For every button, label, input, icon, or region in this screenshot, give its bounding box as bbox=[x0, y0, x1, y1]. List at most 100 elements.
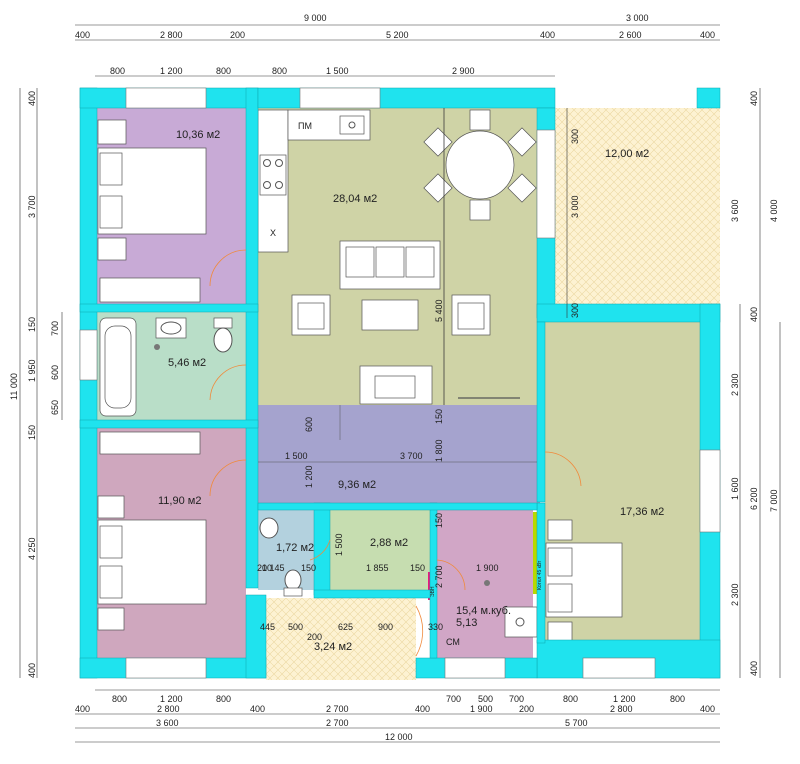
dim-top: 5 200 bbox=[386, 30, 409, 40]
bathroom-area: 5,46 м2 bbox=[168, 357, 206, 369]
boiler-area: 5,13 bbox=[456, 617, 477, 629]
dim-inner: 200 bbox=[257, 563, 272, 573]
porch-floor bbox=[266, 598, 416, 680]
dim-bottom-a: 500 bbox=[478, 694, 493, 704]
dim-inner: 445 bbox=[260, 622, 275, 632]
doors bbox=[209, 249, 582, 657]
dim-top-b: 800 bbox=[110, 66, 125, 76]
bed-e bbox=[545, 519, 623, 643]
porch-area: 3,24 м2 bbox=[314, 641, 352, 653]
dim-right-b: 2 300 bbox=[730, 583, 740, 606]
dim-inner: 5 400 bbox=[434, 299, 444, 322]
dim-top-b: 800 bbox=[216, 66, 231, 76]
dim-left: 150 bbox=[27, 425, 37, 440]
dim-inner: 625 bbox=[338, 622, 353, 632]
dim-top-b: 2 900 bbox=[452, 66, 475, 76]
dim-right-b: 400 bbox=[749, 307, 759, 322]
dim-bottom-a: 800 bbox=[670, 694, 685, 704]
dim-inner: 1 500 bbox=[334, 533, 344, 556]
dim-bottom-a: 700 bbox=[446, 694, 461, 704]
dim-inner: 1 800 bbox=[434, 439, 444, 462]
dim-bottom-a: 800 bbox=[216, 694, 231, 704]
boiler-label: Котел 45 кВт bbox=[537, 560, 543, 590]
fireplace bbox=[359, 365, 433, 405]
dim-inner: 200 bbox=[307, 632, 322, 642]
sink-bath bbox=[155, 317, 187, 339]
dim-right-a: 400 bbox=[749, 91, 759, 106]
hall-floor bbox=[258, 405, 540, 503]
dim-inner: 1 855 bbox=[366, 563, 389, 573]
bed-nw bbox=[97, 119, 207, 261]
dim-inner: 150 bbox=[410, 563, 425, 573]
vestibule-floor bbox=[330, 510, 430, 590]
bedroom-nw-area: 10,36 м2 bbox=[176, 129, 220, 141]
dim-inner: 3 000 bbox=[570, 195, 580, 218]
toilet-bath bbox=[213, 317, 233, 353]
bed-sw bbox=[97, 495, 207, 631]
wardrobe-nw bbox=[99, 277, 201, 303]
washer-label: СМ bbox=[446, 637, 460, 647]
dim-bottom-b: 400 bbox=[415, 704, 430, 714]
dim-right-a: 4 000 bbox=[769, 199, 779, 222]
wc-area: 1,72 м2 bbox=[276, 542, 314, 554]
bathtub bbox=[99, 317, 137, 417]
dim-top-b: 800 bbox=[272, 66, 287, 76]
dim-left-b: 700 bbox=[50, 321, 60, 336]
dim-right-a: 3 600 bbox=[730, 199, 740, 222]
living-area: 28,04 м2 bbox=[333, 193, 377, 205]
vestibule-area: 2,88 м2 bbox=[370, 537, 408, 549]
dim-left-total: 11 000 bbox=[9, 373, 19, 400]
armchair-left bbox=[291, 294, 331, 336]
dim-left: 4 250 bbox=[27, 537, 37, 560]
dim-inner: 300 bbox=[570, 303, 580, 318]
wardrobe-sw bbox=[99, 431, 201, 455]
dim-right-total: 7 000 bbox=[769, 489, 779, 512]
dim-top: 400 bbox=[700, 30, 715, 40]
dim-inner: 1 500 bbox=[285, 451, 308, 461]
dim-left: 3 700 bbox=[27, 195, 37, 218]
terrace-floor bbox=[555, 108, 720, 306]
dimension-lines bbox=[19, 24, 781, 743]
dim-left: 400 bbox=[27, 91, 37, 106]
dim-inner: 1 200 bbox=[304, 465, 314, 488]
dim-top-b: 1 500 bbox=[326, 66, 349, 76]
dim-inner: 3 700 bbox=[400, 451, 423, 461]
dim-top: 200 bbox=[230, 30, 245, 40]
dim-bottom-a: 1 200 bbox=[160, 694, 183, 704]
dim-left-b: 650 bbox=[50, 400, 60, 415]
dim-inner: 900 bbox=[378, 622, 393, 632]
dishwasher-label: ПМ bbox=[298, 121, 312, 131]
boiler-volume: 15,4 м.куб. bbox=[456, 605, 511, 617]
dim-bottom-c: 3 600 bbox=[156, 718, 179, 728]
dim-bottom-c: 2 700 bbox=[326, 718, 349, 728]
dim-top-b: 1 200 bbox=[160, 66, 183, 76]
dim-bottom-a: 1 200 bbox=[613, 694, 636, 704]
bedroom-sw-area: 11,90 м2 bbox=[158, 495, 201, 507]
dim-bottom-a: 700 bbox=[509, 694, 524, 704]
dim-top: 400 bbox=[540, 30, 555, 40]
dim-bottom-b: 200 bbox=[519, 704, 534, 714]
dim-bottom-b: 400 bbox=[700, 704, 715, 714]
dim-inner: 150 bbox=[434, 409, 444, 424]
armchair-right bbox=[451, 294, 491, 336]
dim-bottom-b: 2 700 bbox=[326, 704, 349, 714]
dim-bottom-b: 400 bbox=[75, 704, 90, 714]
dim-left: 1 950 bbox=[27, 359, 37, 382]
dim-inner: 1 900 bbox=[476, 563, 499, 573]
dim-left-b: 600 bbox=[50, 365, 60, 380]
dim-bottom-c: 5 700 bbox=[565, 718, 588, 728]
dim-right-b: 2 300 bbox=[730, 373, 740, 396]
dim-right-b: 1 600 bbox=[730, 477, 740, 500]
dim-inner: 150 bbox=[301, 563, 316, 573]
dim-right-b: 400 bbox=[749, 661, 759, 676]
dim-bottom-b: 400 bbox=[250, 704, 265, 714]
coffee-table bbox=[361, 299, 419, 331]
area-labels: 10,36 м2 28,04 м2 12,00 м2 5,46 м2 11,90… bbox=[158, 129, 664, 653]
dim-bottom-b: 2 800 bbox=[157, 704, 180, 714]
dim-inner: 150 bbox=[434, 513, 444, 528]
dim-bottom-a: 800 bbox=[563, 694, 578, 704]
dim-top-total: 9 000 bbox=[304, 13, 327, 23]
dim-inner: 600 bbox=[304, 417, 314, 432]
dim-bottom-b: 1 900 bbox=[470, 704, 493, 714]
